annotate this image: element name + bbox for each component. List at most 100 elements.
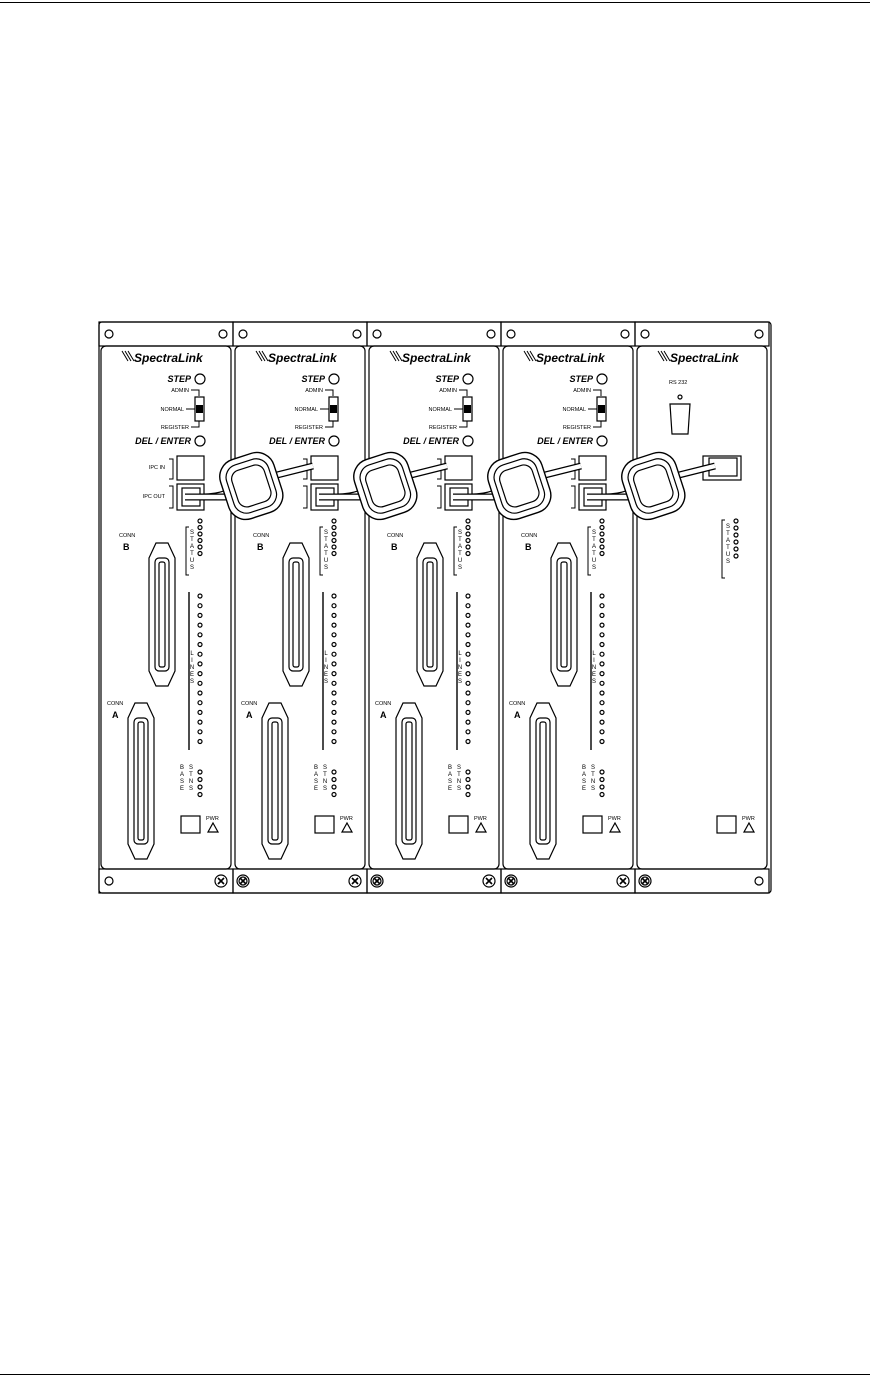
line-card-4-faceplate <box>502 345 634 870</box>
ipc-in-port <box>578 455 607 481</box>
mount-hole-icon <box>486 329 496 339</box>
ipc-cable-2 <box>319 451 448 521</box>
status-led-icon <box>465 518 471 524</box>
pwr-label: PWR <box>206 816 219 822</box>
svg-text:S: S <box>324 565 328 571</box>
brand-logo-icon <box>657 350 671 362</box>
svg-text:S: S <box>592 565 596 571</box>
brand-name: SpectraLink <box>268 351 338 365</box>
mount-hole-icon <box>352 329 362 339</box>
line-led-icon <box>331 680 337 686</box>
line-led-icon <box>599 670 605 677</box>
interface-card-faceplate <box>636 345 768 870</box>
svg-text:S: S <box>190 565 194 571</box>
mode-label-admin: ADMIN <box>439 388 457 394</box>
warning-icon <box>206 821 220 833</box>
top-rule <box>0 2 870 3</box>
status-led-icon <box>331 550 337 557</box>
status-led-icon <box>599 537 605 544</box>
line-led-icon <box>331 641 337 648</box>
ferrite-core-icon <box>621 451 686 521</box>
mode-switch <box>194 396 205 422</box>
line-led-icon <box>197 632 203 638</box>
ferrite-core-face <box>499 464 540 508</box>
status-led-icon <box>197 537 203 544</box>
svg-text:T: T <box>726 545 730 551</box>
conn-b-letter: B <box>257 542 264 552</box>
status-led-icon <box>599 518 605 524</box>
ipc-cable-3 <box>453 451 582 521</box>
line-led-icon <box>465 632 471 638</box>
conn-b-letter: B <box>123 542 130 552</box>
svg-text:I: I <box>325 658 327 664</box>
ferrite-core-face <box>365 464 406 508</box>
status-bracket <box>185 526 189 576</box>
step-label: STEP <box>167 374 192 384</box>
ferrite-core-face <box>231 464 272 508</box>
del-enter-button-icon <box>596 435 608 447</box>
connector-a-shell <box>529 702 557 860</box>
mount-hole-icon <box>238 329 248 339</box>
del-enter-label: DEL / ENTER <box>403 436 459 446</box>
svg-text:E: E <box>458 672 462 678</box>
svg-text:S: S <box>180 779 184 785</box>
svg-text:S: S <box>591 765 595 771</box>
status-led-icon <box>465 537 471 544</box>
svg-text:I: I <box>459 658 461 664</box>
line-card-1-top-ear <box>98 321 234 347</box>
connector-a-body <box>401 717 417 845</box>
stn-led-icon <box>331 769 337 775</box>
line-led-icon <box>197 729 203 735</box>
line-led-icon <box>197 651 203 657</box>
status-led-icon <box>331 537 337 544</box>
brand-logo-icon <box>121 350 135 362</box>
svg-text:U: U <box>324 558 328 564</box>
screw-icon <box>504 874 518 888</box>
ipc-in-port <box>444 455 473 481</box>
connector-b-pins <box>158 561 166 668</box>
svg-text:T: T <box>592 551 596 557</box>
conn-b-label: CONN <box>521 533 537 539</box>
svg-text:S: S <box>189 765 193 771</box>
line-led-icon <box>197 680 203 686</box>
status-led-icon <box>599 544 605 550</box>
status-led-icon <box>465 544 471 550</box>
svg-text:S: S <box>314 779 318 785</box>
stn-led-icon <box>465 791 471 798</box>
line-led-icon <box>197 641 203 648</box>
connector-b-shell <box>282 542 310 687</box>
conn-a-letter: A <box>246 710 253 720</box>
stn-led-icon <box>197 791 203 798</box>
mode-switch <box>596 396 607 422</box>
status-led-icon <box>465 524 471 531</box>
mount-hole-icon <box>238 876 248 886</box>
warning-icon <box>340 821 354 833</box>
svg-text:T: T <box>324 551 328 557</box>
svg-text:I: I <box>593 658 595 664</box>
step-button-icon <box>194 373 206 385</box>
mount-hole-icon <box>218 329 228 339</box>
ipc-bracket <box>169 485 174 509</box>
svg-text:E: E <box>592 672 596 678</box>
screw-icon <box>616 874 630 888</box>
ferrite-core-face <box>633 464 674 508</box>
line-card-2-faceplate <box>234 345 366 870</box>
line-led-icon <box>465 622 471 628</box>
svg-text:T: T <box>457 772 461 778</box>
line-led-icon <box>599 661 605 667</box>
ipc-cable-4 <box>587 451 716 521</box>
svg-text:B: B <box>582 765 586 771</box>
status-led-icon <box>733 525 739 531</box>
screw-icon <box>482 874 496 888</box>
line-led-icon <box>197 700 203 706</box>
svg-text:I: I <box>191 658 193 664</box>
line-led-icon <box>465 729 471 735</box>
line-led-icon <box>331 622 337 628</box>
status-led-icon <box>197 544 203 550</box>
warning-icon <box>474 821 488 833</box>
pwr-label: PWR <box>742 816 755 822</box>
connector-b-body <box>154 557 170 672</box>
